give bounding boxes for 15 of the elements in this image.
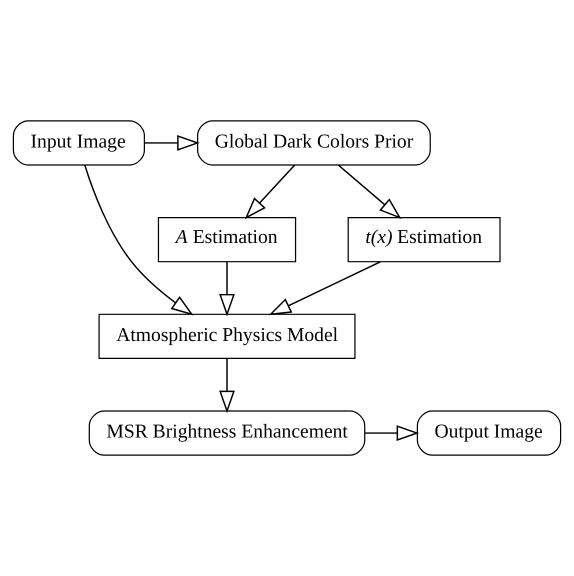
- arrow: [365, 425, 420, 441]
- arrow: [84, 165, 194, 316]
- arrow: [268, 261, 381, 316]
- node-box: Atmospheric Physics Model: [98, 314, 356, 359]
- arrow: [219, 262, 235, 316]
- arrow: [244, 164, 296, 220]
- node-box: t(x) Estimation: [348, 217, 501, 262]
- node-box: MSR Brightness Enhancement: [88, 410, 366, 456]
- arrow: [219, 358, 235, 414]
- node-box: A Estimation: [158, 217, 296, 262]
- node-box: Global Dark Colors Prior: [197, 120, 431, 166]
- arrow: [144, 135, 200, 151]
- arrow: [338, 164, 402, 219]
- node-box: Output Image: [416, 410, 562, 456]
- node-box: Input Image: [12, 120, 145, 166]
